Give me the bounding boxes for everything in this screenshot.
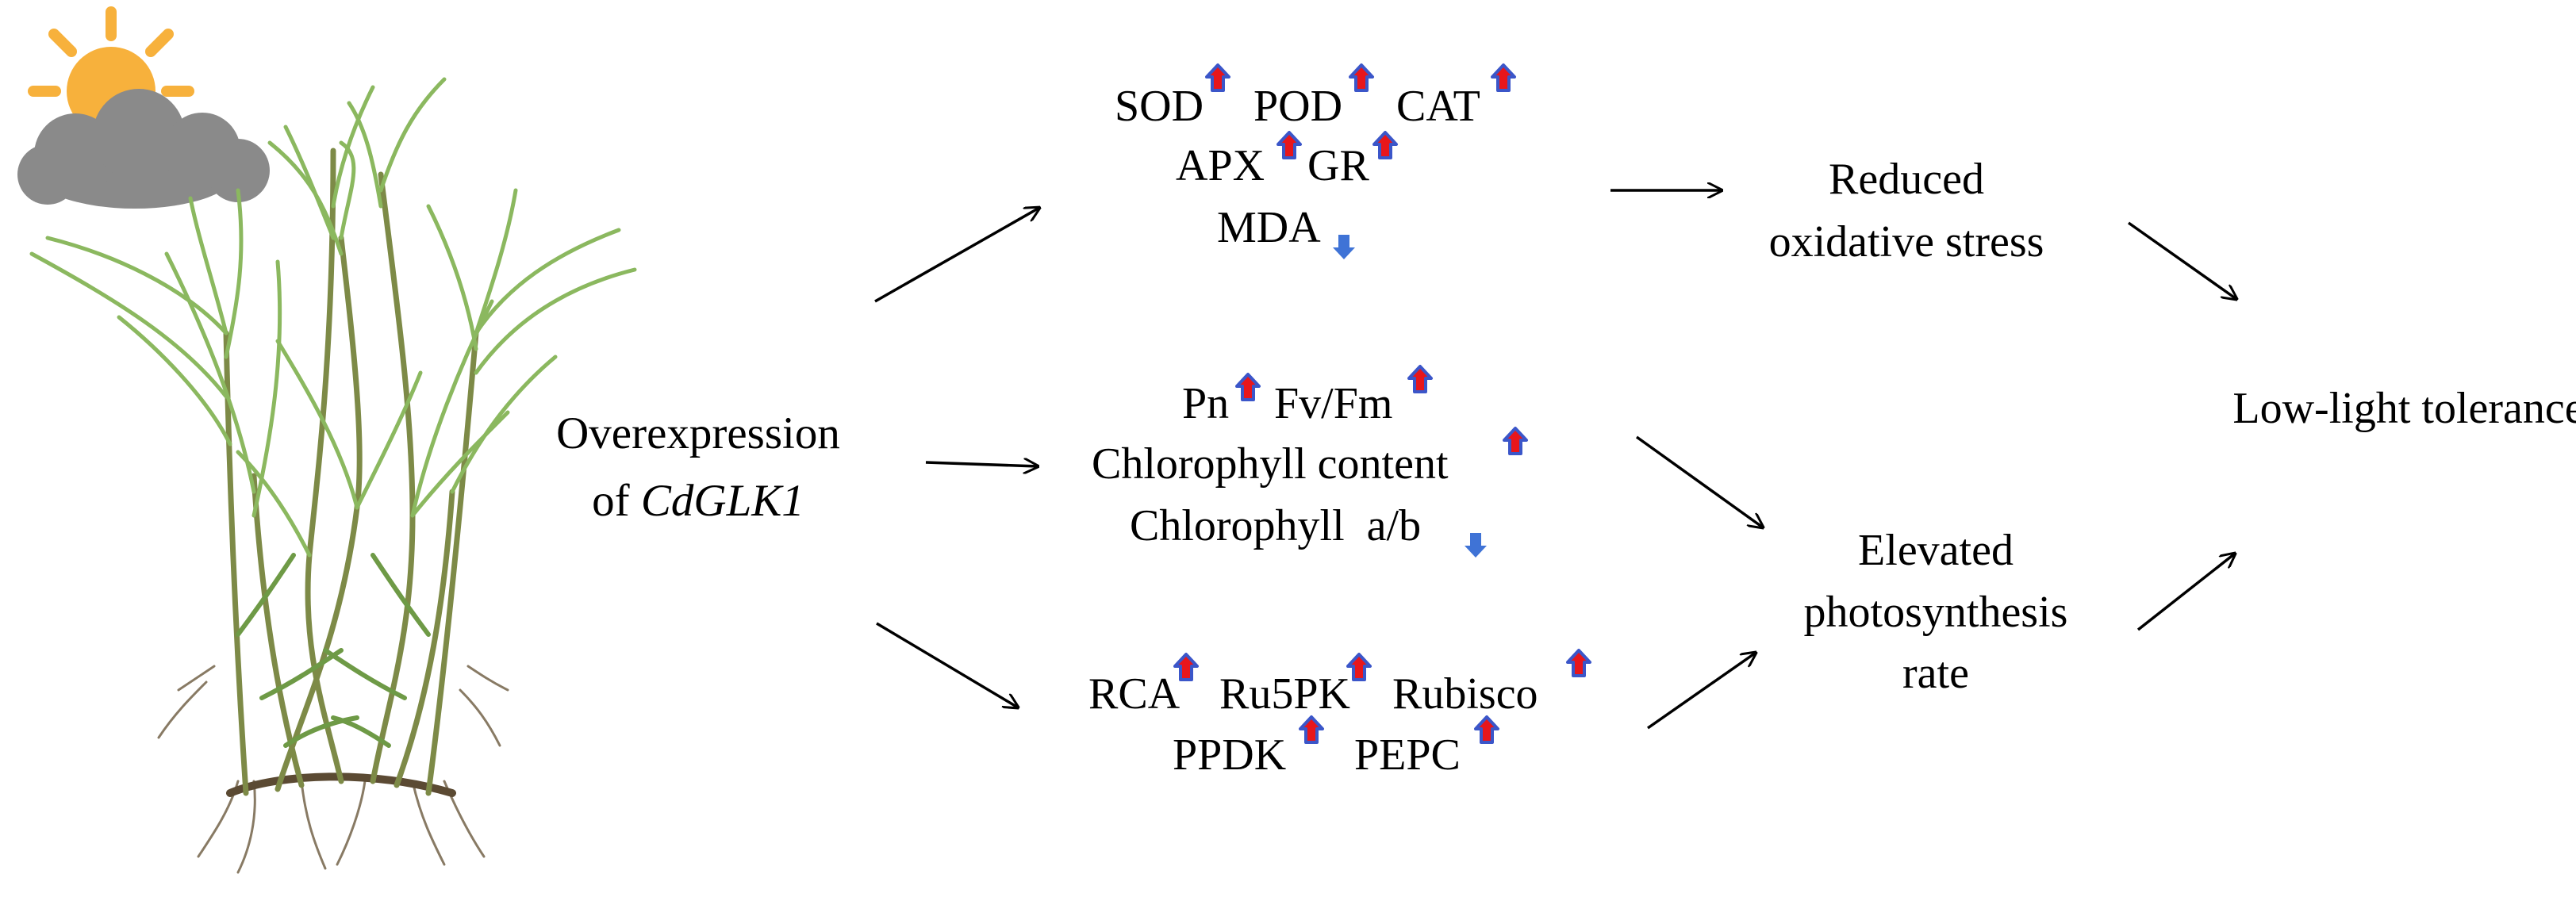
enzymes-group: RCA Ru5PK Rubisco PPDK PEPC bbox=[1088, 649, 1591, 780]
sun-cloud-icon bbox=[17, 6, 270, 209]
label-pepc: PEPC bbox=[1354, 730, 1461, 780]
arrow-elevated-to-tolerance bbox=[2136, 554, 2235, 631]
arrow-to-antioxidant bbox=[874, 208, 1039, 303]
gene-label-prefix: of bbox=[592, 476, 641, 526]
up-arrow-icon bbox=[1299, 715, 1324, 744]
arrow-to-photosystem bbox=[925, 462, 1038, 466]
outcome-rate: rate bbox=[1902, 649, 1969, 698]
label-ppdk: PPDK bbox=[1173, 730, 1286, 780]
label-chlorophyll-content: Chlorophyll content bbox=[1092, 439, 1449, 489]
gene-label: of CdGLK1 bbox=[592, 476, 804, 526]
arrow-to-enzymes bbox=[876, 622, 1018, 707]
up-arrow-icon bbox=[1503, 427, 1528, 455]
up-arrow-icon bbox=[1474, 715, 1499, 744]
label-cat: CAT bbox=[1396, 82, 1480, 131]
label-pn: Pn bbox=[1182, 379, 1229, 428]
up-arrow-icon bbox=[1205, 63, 1230, 92]
label-chlorophyll-ab: Chlorophyll a/b bbox=[1130, 501, 1421, 550]
label-fvfm: Fv/Fm bbox=[1274, 379, 1392, 428]
down-arrow-icon bbox=[1465, 533, 1487, 558]
outcome-elevated: Elevated bbox=[1858, 526, 2014, 575]
up-arrow-icon bbox=[1349, 63, 1374, 92]
label-pod: POD bbox=[1253, 82, 1342, 131]
up-arrow-icon bbox=[1491, 63, 1516, 92]
outcome-reduced: Reduced bbox=[1829, 155, 1984, 204]
arrow-reduced-to-tolerance bbox=[2127, 221, 2236, 299]
arrow-photosystem-to-elevated bbox=[1635, 435, 1763, 527]
outcome-photosynthesis: photosynthesis bbox=[1804, 588, 2068, 637]
overexpression-label: Overexpression bbox=[556, 408, 840, 458]
up-arrow-icon bbox=[1235, 373, 1261, 401]
up-arrow-icon bbox=[1276, 131, 1302, 159]
label-rca: RCA bbox=[1088, 669, 1181, 719]
final-outcome-label: Low-light tolerance bbox=[2232, 384, 2576, 433]
gene-name: CdGLK1 bbox=[641, 476, 804, 526]
up-arrow-icon bbox=[1372, 131, 1398, 159]
up-arrow-icon bbox=[1346, 653, 1372, 681]
label-gr: GR bbox=[1307, 141, 1369, 190]
label-apx: APX bbox=[1176, 141, 1265, 190]
down-arrow-icon bbox=[1333, 235, 1355, 259]
label-rubisco: Rubisco bbox=[1392, 669, 1538, 719]
photosystem-group: Pn Fv/Fm Chlorophyll content Chlorophyll… bbox=[1092, 365, 1528, 558]
outcome-oxidative-stress: oxidative stress bbox=[1769, 217, 2044, 266]
up-arrow-icon bbox=[1566, 649, 1591, 677]
antioxidant-group: SOD POD CAT APX GR MDA bbox=[1115, 63, 1516, 259]
label-sod: SOD bbox=[1115, 82, 1204, 131]
label-ru5pk: Ru5PK bbox=[1219, 669, 1350, 719]
label-mda: MDA bbox=[1217, 203, 1321, 252]
up-arrow-icon bbox=[1407, 365, 1433, 393]
grass-plant-icon bbox=[29, 77, 637, 874]
arrow-enzymes-to-elevated bbox=[1646, 653, 1756, 730]
